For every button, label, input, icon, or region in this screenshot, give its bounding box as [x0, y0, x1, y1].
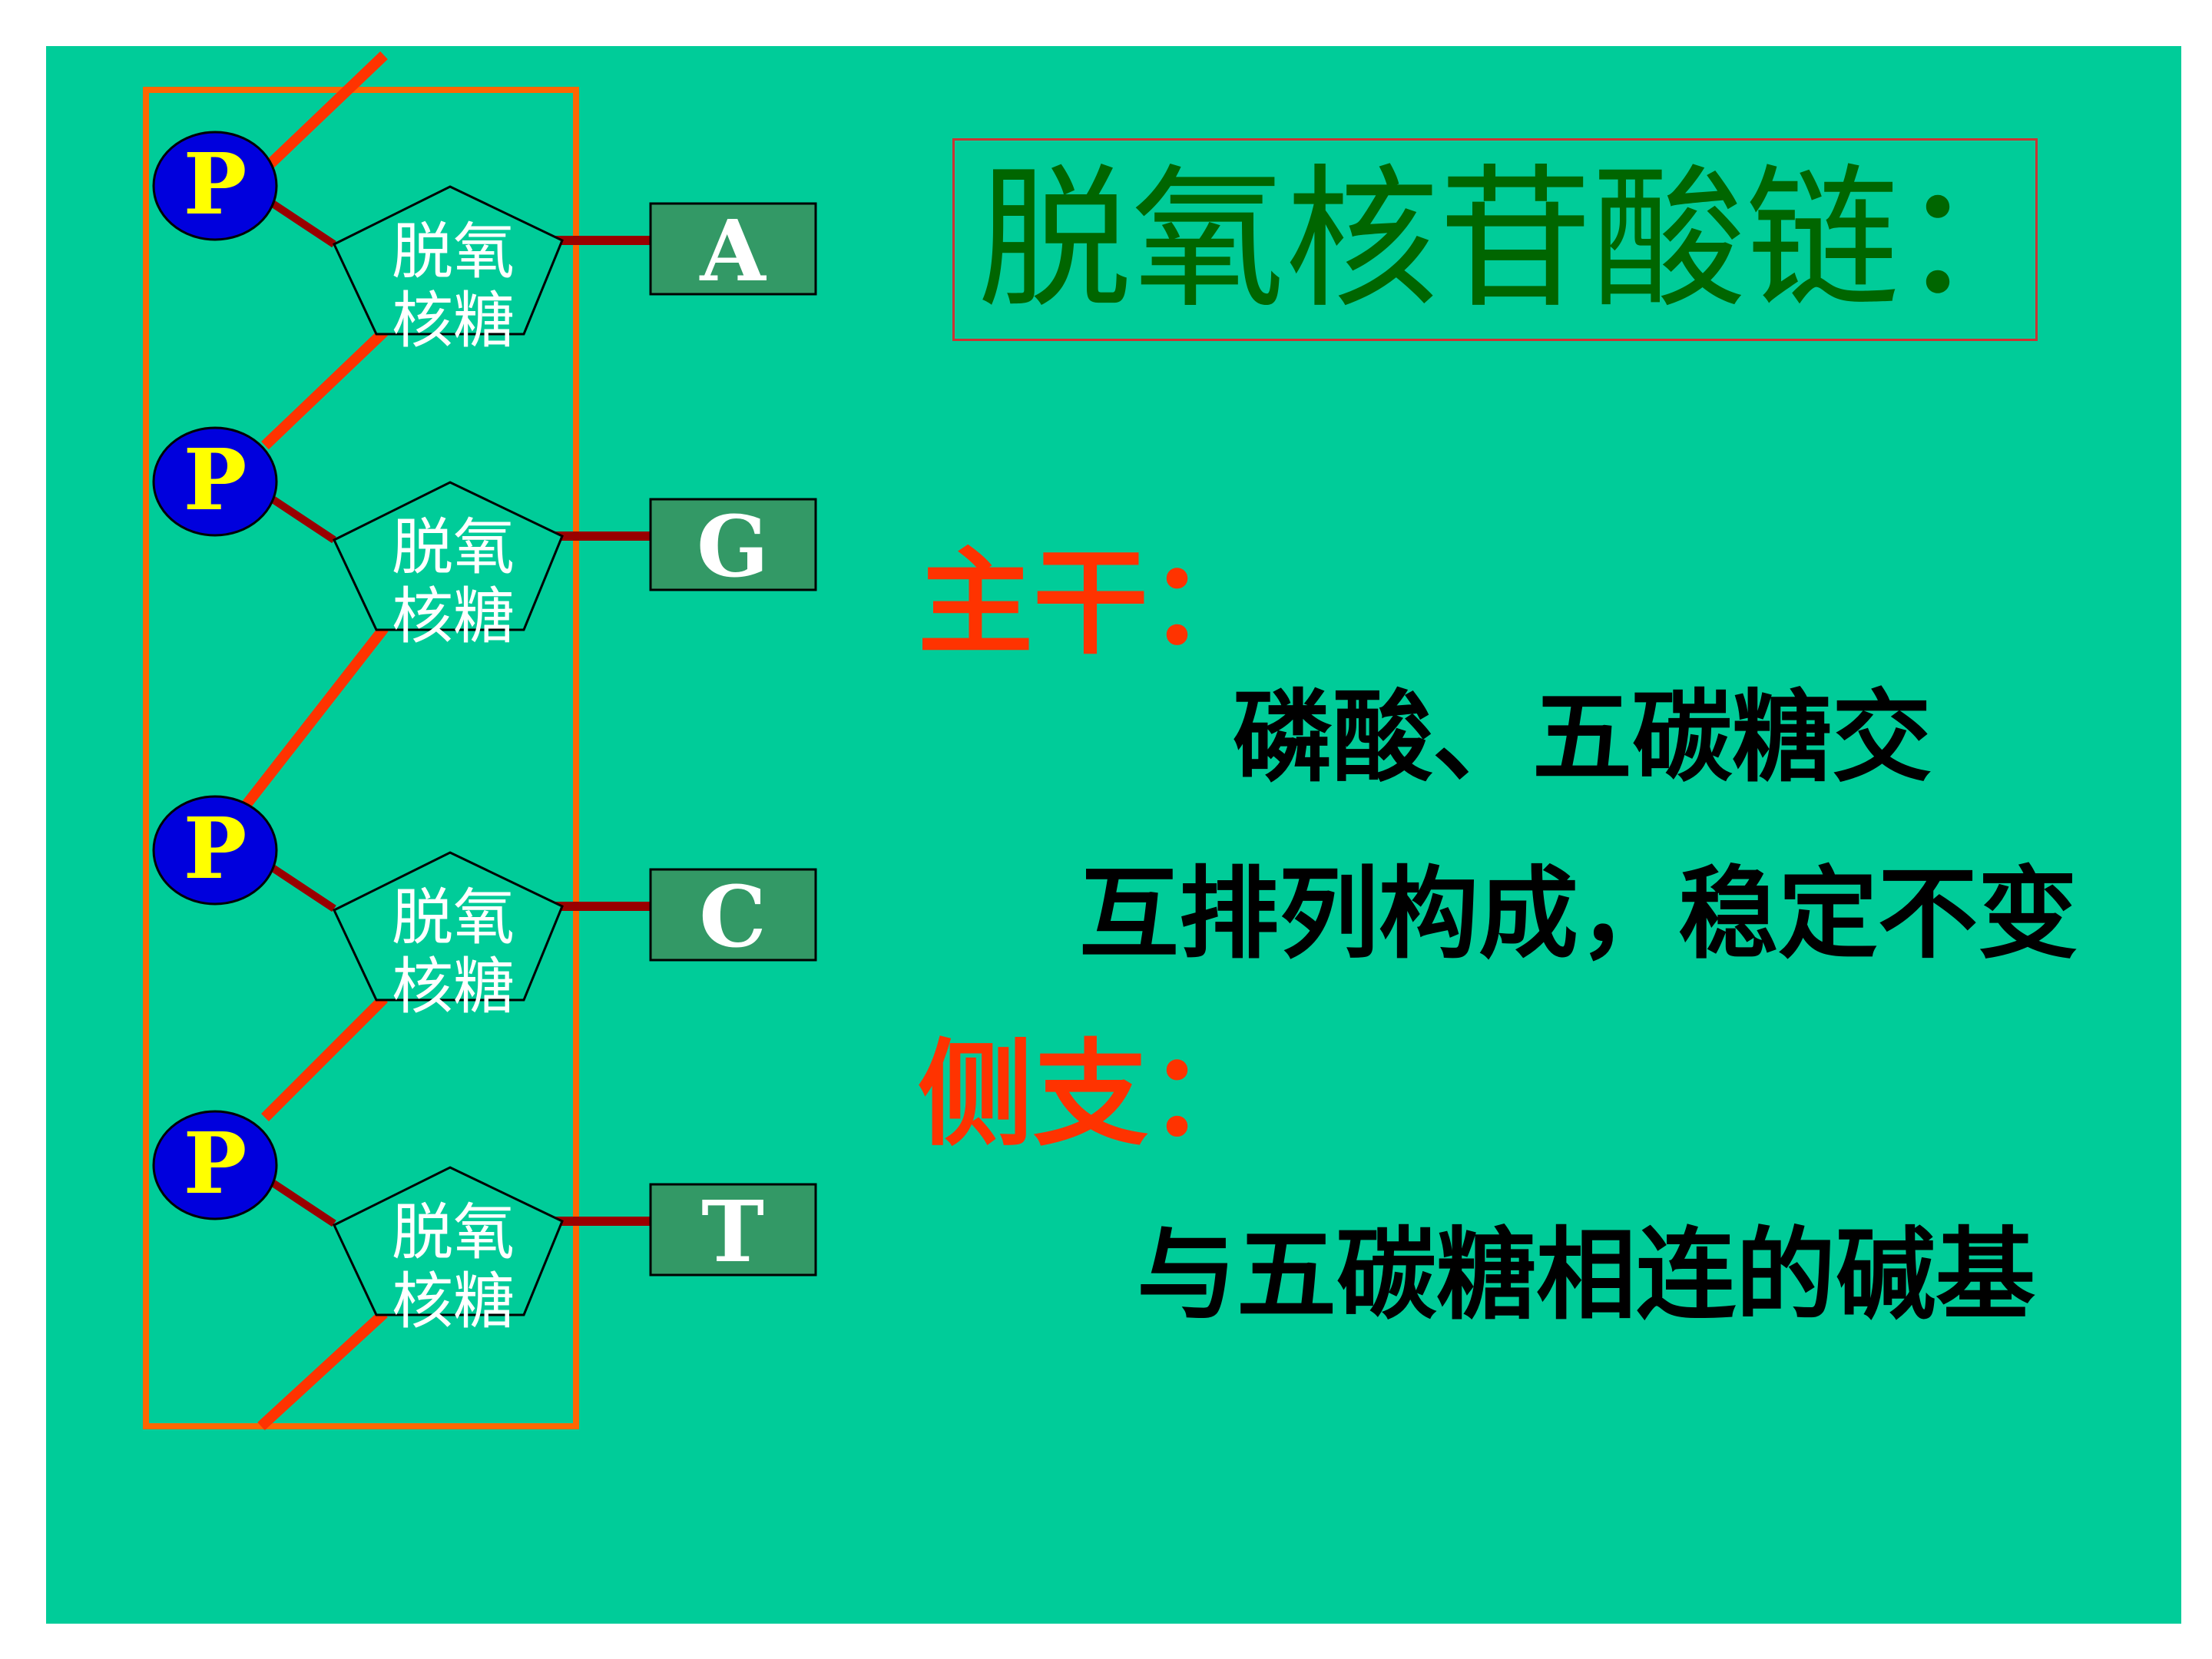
nucleotide-3: 脱氧 核糖 P C [152, 795, 817, 1022]
sugar-label-line1: 脱氧 [392, 882, 515, 953]
nucleotide-4: 脱氧 核糖 P T [152, 1110, 817, 1337]
phosphate-label: P [184, 799, 247, 898]
base-label: A [699, 201, 767, 300]
sugar-base-bonds [553, 236, 651, 1226]
phosphate-circle [152, 426, 278, 537]
sugar-label-line1: 脱氧 [392, 1197, 515, 1268]
phosphate-circle [152, 1110, 278, 1220]
backbone-line-1 [261, 327, 388, 450]
base-box [649, 1183, 817, 1277]
side-branch-description: 与五碳糖相连的碱基 [1137, 1216, 2036, 1333]
sugar-label-line2: 核糖 [392, 581, 515, 652]
base-box [649, 498, 817, 591]
backbone-line-3 [261, 995, 388, 1121]
phosphate-label: P [184, 430, 247, 529]
sugar-label-line2: 核糖 [392, 285, 515, 356]
backbone-frame [143, 87, 579, 1429]
backbone-description-line2: 互排列构成，稳定不变 [1079, 855, 2078, 972]
phosphate-sugar-bonds [270, 200, 336, 1227]
deoxyribose-pentagon [333, 851, 564, 1002]
slide: 脱氧 核糖 P A 脱氧 核糖 P G 脱氧 核糖 P C [46, 46, 2181, 1624]
sugar-label-line2: 核糖 [392, 1266, 515, 1337]
deoxyribose-pentagon [333, 185, 564, 336]
sugar-label-line1: 脱氧 [392, 512, 515, 583]
side-branch-heading: 侧支： [918, 1027, 1264, 1162]
sugar-label-line1: 脱氧 [392, 216, 515, 287]
backbone-lines [237, 51, 389, 1431]
base-box [649, 868, 817, 962]
phosphate-circle [152, 795, 278, 906]
backbone-top-line [261, 51, 388, 174]
base-box [649, 202, 817, 296]
slide-title: 脱氧核苷酸链： [978, 151, 2054, 329]
phosphate-label: P [184, 1114, 247, 1213]
title-box: 脱氧核苷酸链： [952, 138, 2053, 341]
backbone-heading: 主干： [918, 535, 1264, 671]
phosphate-label: P [184, 134, 247, 233]
backbone-line-2 [237, 624, 389, 814]
base-label: T [701, 1182, 764, 1281]
backbone-description-line1: 磷酸、五碳糖交 [1233, 678, 1932, 796]
sugar-label-line2: 核糖 [392, 951, 515, 1022]
backbone-bottom-line [257, 1309, 388, 1431]
dna-chain-diagram: 脱氧 核糖 P A 脱氧 核糖 P G 脱氧 核糖 P C [143, 51, 817, 1431]
nucleotide-1: 脱氧 核糖 P A [152, 131, 817, 356]
nucleotide-2: 脱氧 核糖 P G [152, 426, 817, 652]
deoxyribose-pentagon [333, 481, 564, 631]
deoxyribose-pentagon [333, 1166, 564, 1316]
phosphate-circle [152, 131, 278, 241]
base-label: C [699, 867, 767, 966]
base-label: G [697, 497, 769, 596]
